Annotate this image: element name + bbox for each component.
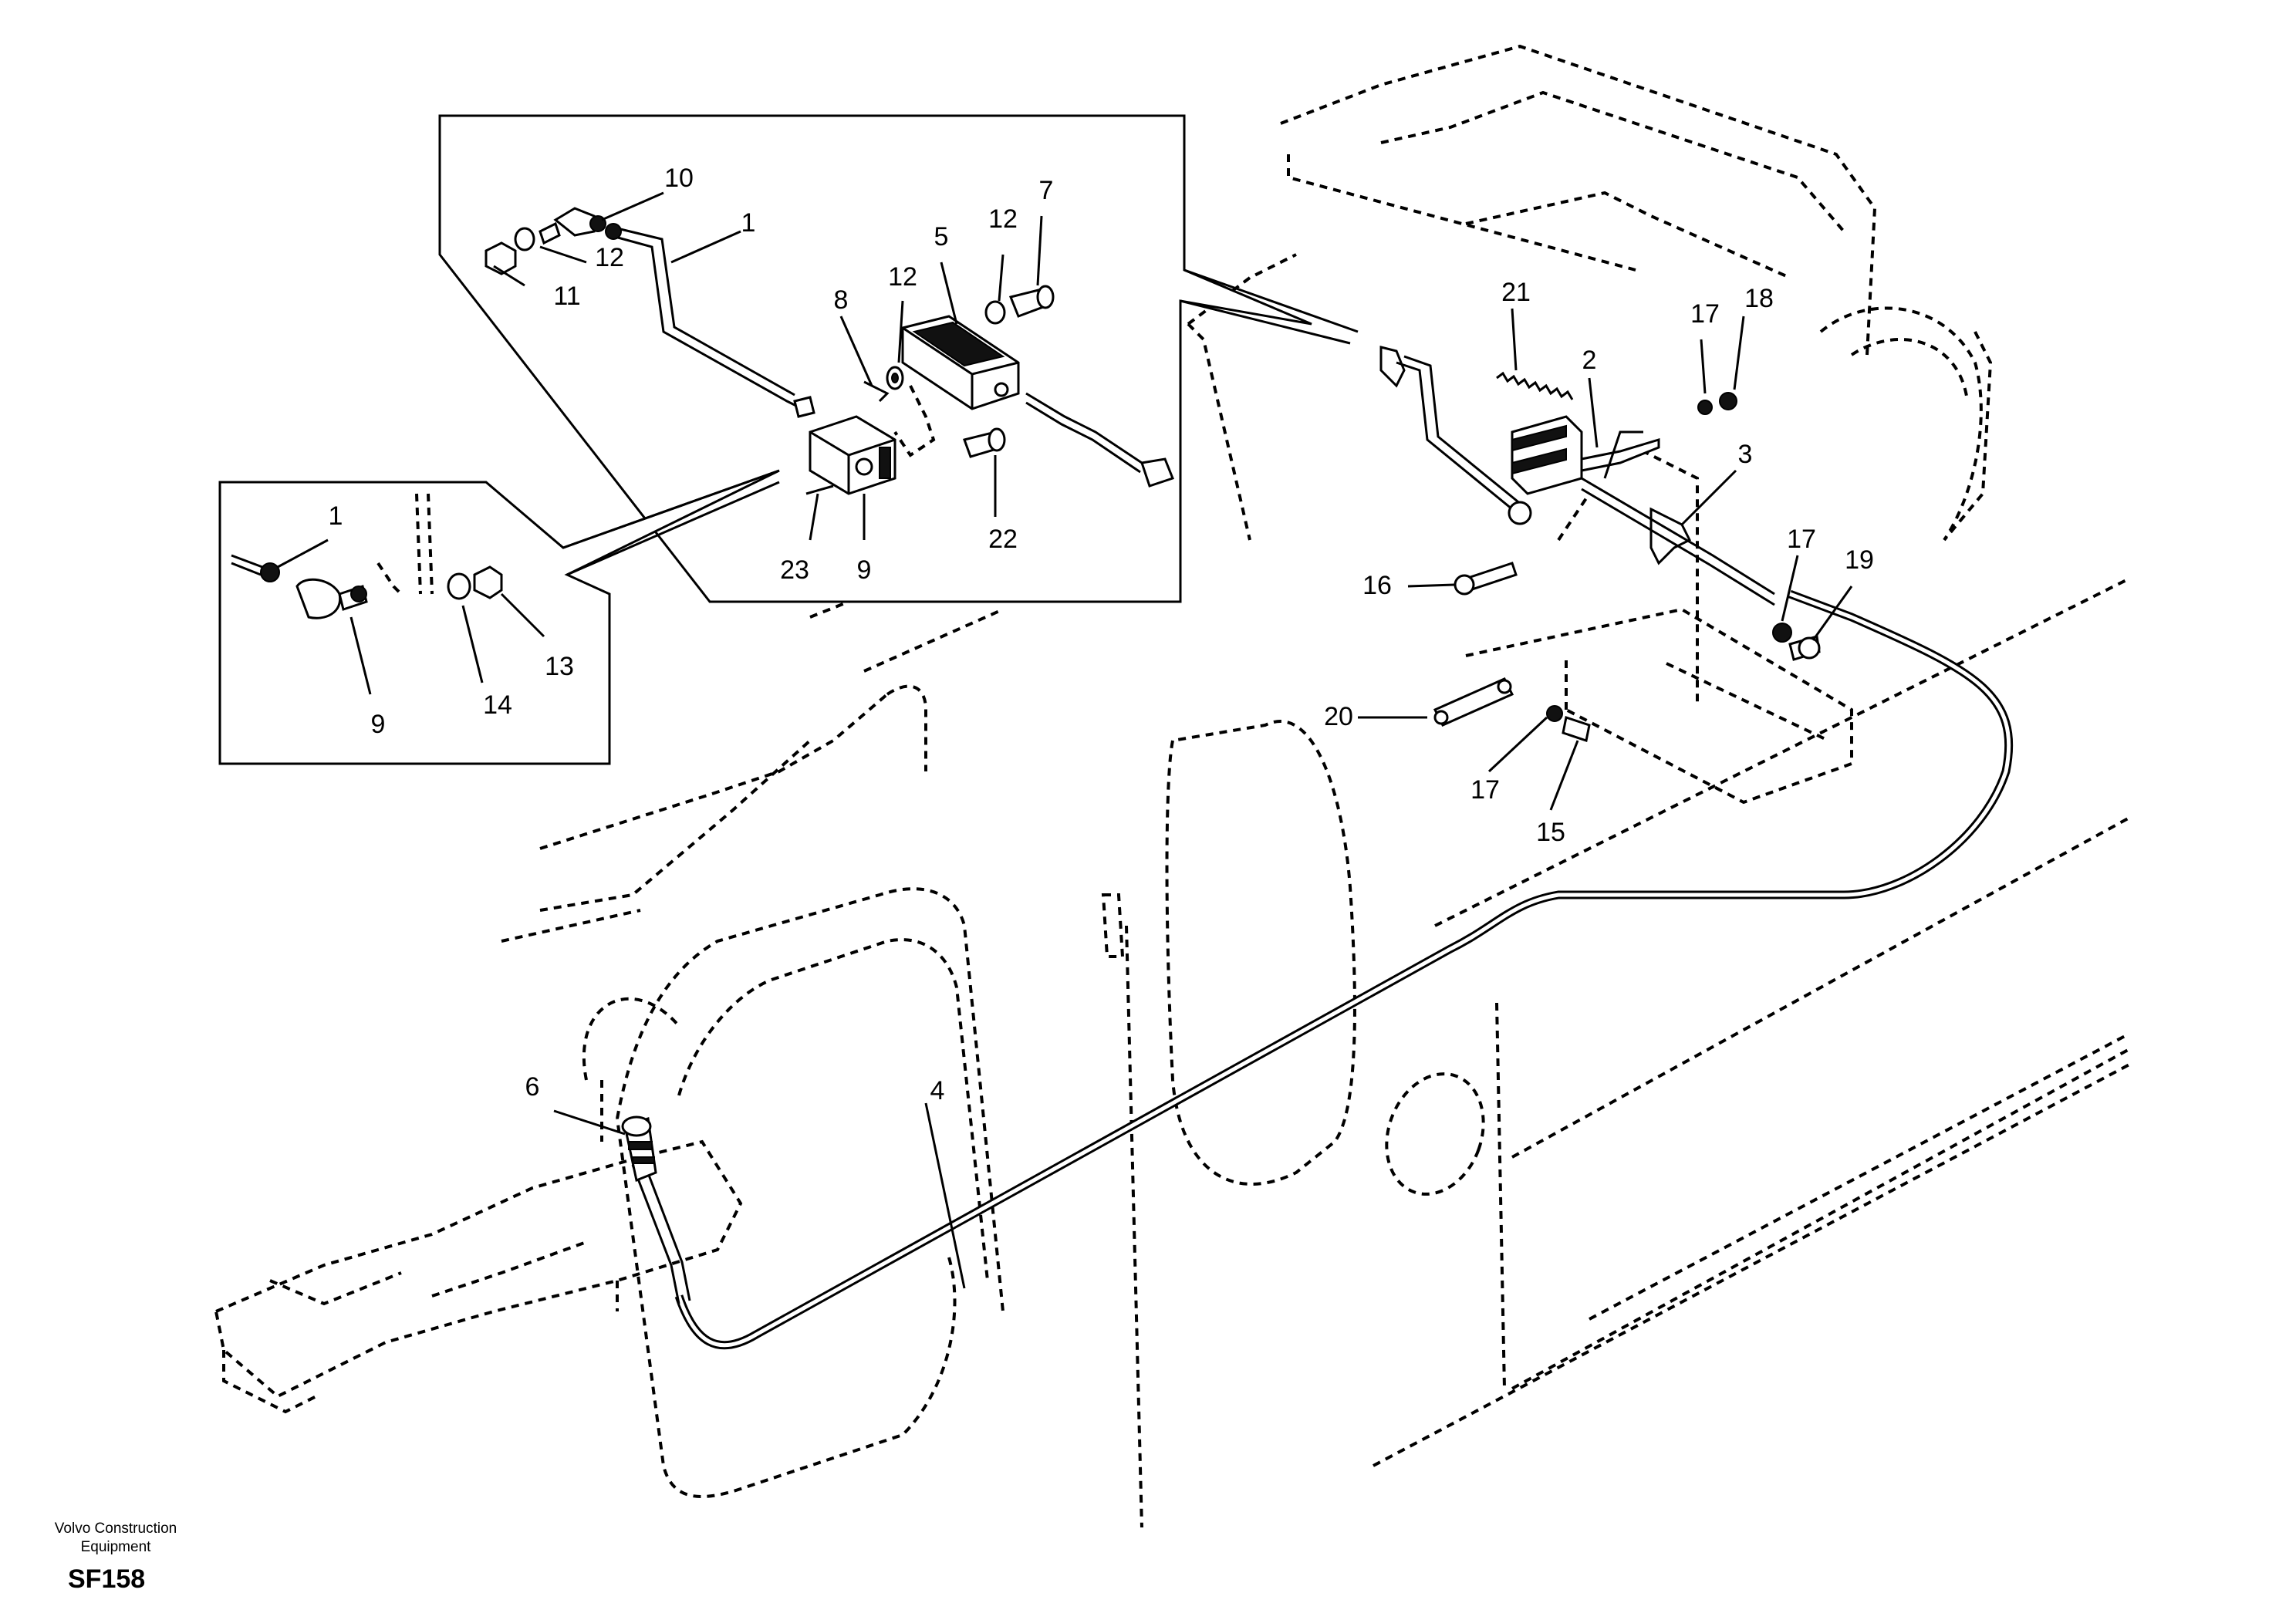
callout-17: 17 [1690,299,1720,329]
callout-5: 5 [934,222,949,251]
callout-11: 11 [553,282,580,311]
detail-box-top [438,114,1359,603]
callout-12: 12 [888,262,917,292]
callout-8: 8 [834,285,849,315]
linkage-assembly [1379,346,1821,742]
callout-20: 20 [1324,702,1353,731]
lever-knob-6 [621,1115,657,1183]
callout-19: 19 [1845,545,1874,575]
callout-3: 3 [1738,440,1753,469]
callout-16: 16 [1362,571,1392,600]
cable-4 [631,589,2014,1350]
leader-lines [277,191,1853,1289]
callout-17: 17 [1787,525,1816,554]
company-name: Volvo Construction Equipment [54,1520,177,1555]
callout-1: 1 [329,501,343,531]
callout-6: 6 [525,1072,540,1102]
callout-10: 10 [664,164,694,193]
drawing-code: SF158 [68,1564,146,1594]
callout-12: 12 [595,243,624,272]
machine-outline [214,44,2130,1528]
detail-box-left [218,469,780,765]
callout-9: 9 [857,555,872,585]
callout-14: 14 [483,690,512,720]
callout-9: 9 [371,710,386,739]
callout-15: 15 [1536,818,1565,847]
callout-12: 12 [988,204,1018,234]
callouts: 10 1 12 11 5 7 12 12 8 22 9 23 21 2 3 17… [329,164,1874,1105]
footer: Volvo Construction Equipment SF158 [31,1520,201,1595]
callout-4: 4 [930,1076,945,1105]
callout-2: 2 [1582,346,1597,375]
callout-1: 1 [741,208,756,238]
callout-18: 18 [1744,284,1774,313]
callout-23: 23 [780,555,809,585]
callout-13: 13 [545,652,574,681]
callout-22: 22 [988,525,1018,554]
callout-17: 17 [1470,775,1500,805]
callout-21: 21 [1501,278,1531,307]
callout-7: 7 [1039,176,1054,205]
